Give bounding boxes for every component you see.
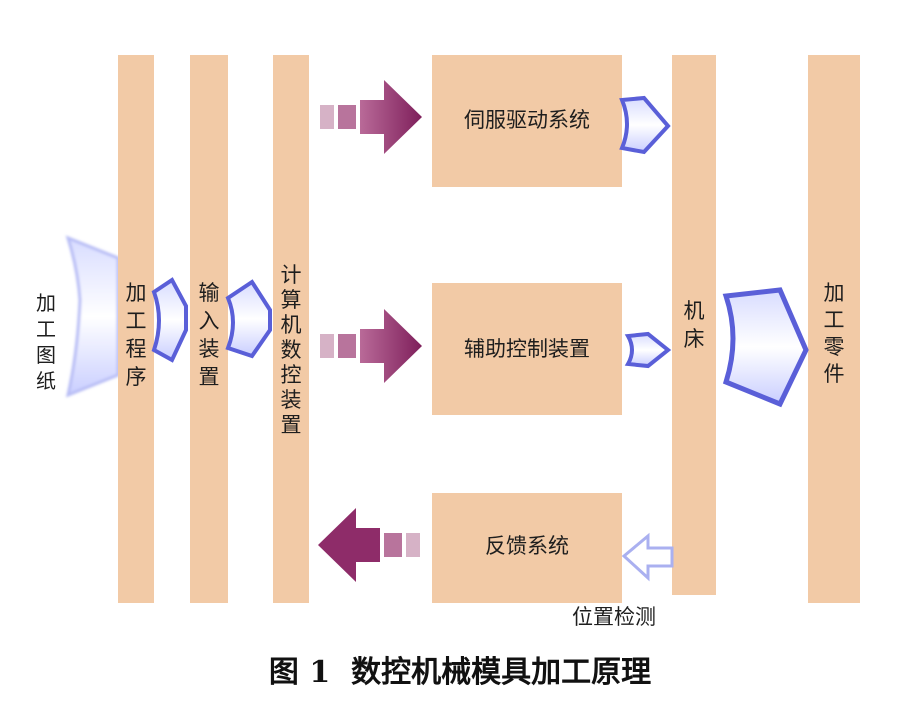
vlabel-input-device: 输入装置 bbox=[199, 281, 220, 389]
label-position-detect: 位置检测 bbox=[572, 605, 656, 629]
arrow-feedback-to-cnc bbox=[318, 508, 420, 582]
vlabel-part: 加工零件 bbox=[824, 281, 845, 386]
label-servo: 伺服驱动系统 bbox=[464, 108, 590, 132]
arrow-machine-to-feedback bbox=[621, 532, 674, 582]
arrow-input-to-cnc bbox=[225, 279, 272, 359]
column-program bbox=[118, 55, 154, 603]
vlabel-cnc-device: 计算机数控装置 bbox=[281, 263, 302, 437]
label-feedback: 反馈系统 bbox=[485, 534, 569, 558]
column-input-device bbox=[190, 55, 228, 603]
arrow-auxiliary-to-machine bbox=[624, 331, 672, 369]
figure-caption: 图 1 数控机械模具加工原理 bbox=[269, 655, 651, 690]
block-auxiliary bbox=[432, 283, 622, 415]
input-drawing-arrow bbox=[65, 235, 120, 398]
column-machine-tool bbox=[672, 55, 716, 595]
arrow-machine-to-part bbox=[722, 287, 809, 408]
block-servo bbox=[432, 55, 622, 187]
column-part bbox=[808, 55, 860, 603]
label-drawing: 加工图纸 bbox=[36, 291, 56, 393]
vlabel-program: 加工程序 bbox=[126, 281, 147, 389]
column-cnc-device bbox=[273, 55, 309, 603]
arrow-servo-to-machine bbox=[619, 95, 671, 155]
block-feedback bbox=[432, 493, 622, 603]
arrow-cnc-to-servo bbox=[320, 80, 422, 154]
arrow-program-to-input bbox=[151, 277, 188, 363]
vlabel-machine-tool: 机床 bbox=[684, 299, 705, 351]
arrow-cnc-to-auxiliary bbox=[320, 309, 422, 383]
label-auxiliary: 辅助控制装置 bbox=[464, 337, 590, 361]
